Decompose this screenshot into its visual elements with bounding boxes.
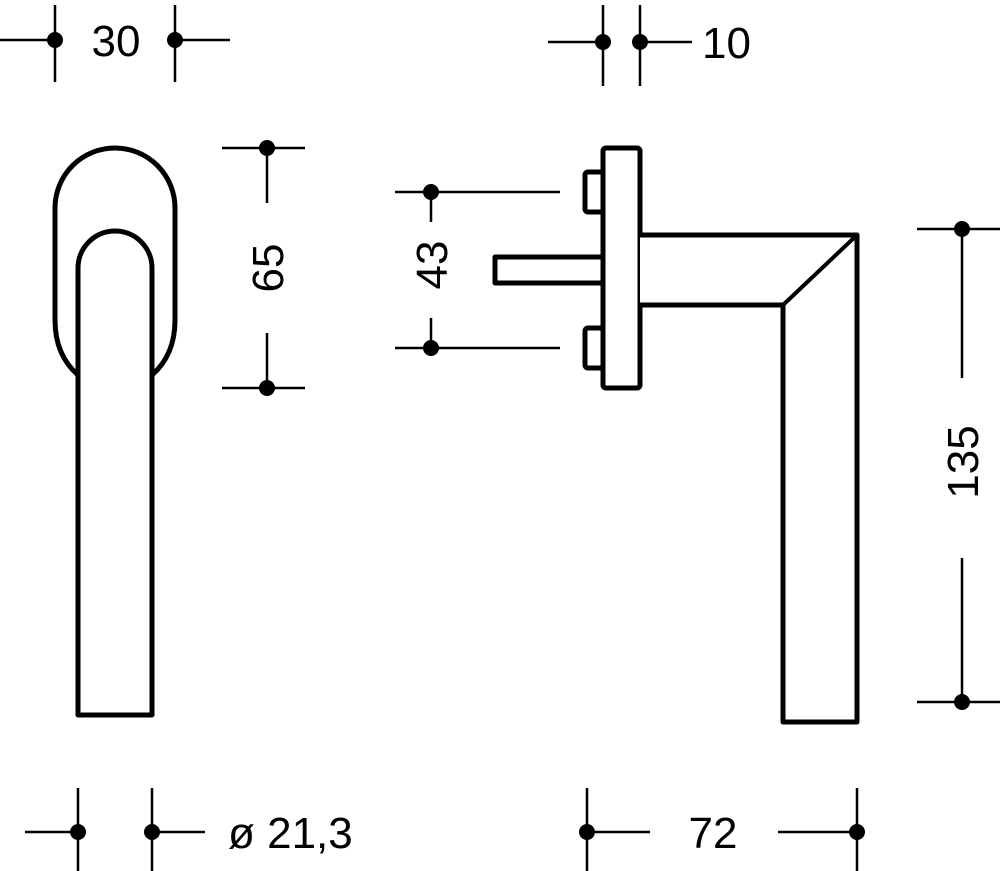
spindle <box>492 254 606 286</box>
dimension-label-lever-projection: 72 <box>689 809 738 858</box>
lever-side <box>640 232 860 725</box>
dimension-label-hole-spacing: 43 <box>408 241 457 290</box>
dimension-label-lever-length: 135 <box>939 425 988 498</box>
dimension-10: 10 <box>548 5 751 86</box>
dimension-72: 72 <box>579 788 865 871</box>
dimension-label-rose-height: 65 <box>244 244 293 293</box>
dimension-label-rose-depth: 10 <box>702 19 751 68</box>
lever-miter-line <box>781 233 859 307</box>
side-view <box>492 145 860 725</box>
dimension-label-lever-diameter: ø 21,3 <box>228 809 353 858</box>
lever-front <box>75 228 155 718</box>
dimension-label-rose-width: 30 <box>92 17 141 66</box>
dimension-43: 43 <box>395 184 560 356</box>
rose-plate <box>600 145 643 391</box>
dimension-135: 135 <box>917 221 1000 710</box>
dimension-30: 30 <box>0 5 230 82</box>
fixing-screw-bottom <box>582 325 606 371</box>
dimension-diameter: ø 21,3 <box>25 788 353 871</box>
front-view <box>52 145 178 718</box>
fixing-screw-top <box>582 169 606 215</box>
dimension-65: 65 <box>222 140 305 396</box>
